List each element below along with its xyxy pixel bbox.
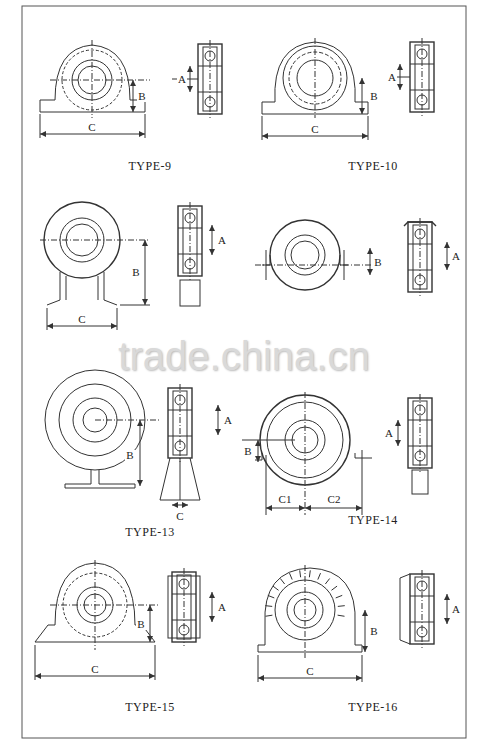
dimension-label: A: [177, 74, 187, 85]
type-label: TYPE-16: [348, 701, 398, 713]
dimension-label: B: [136, 619, 145, 630]
type-label: TYPE-13: [125, 526, 175, 538]
fin: [289, 573, 292, 579]
dimension-label: B: [369, 626, 378, 637]
dimension-label: C: [90, 664, 99, 675]
dimension-label: B: [131, 267, 140, 278]
fin: [299, 570, 301, 577]
dimension-label: B: [125, 450, 134, 461]
type-label: TYPE-10: [348, 160, 398, 172]
dimension-label: C1: [278, 494, 293, 505]
fin: [336, 595, 343, 598]
fin: [280, 579, 284, 585]
dimension-label: C: [305, 666, 314, 677]
fin: [309, 570, 311, 577]
fin: [273, 586, 279, 590]
fin: [325, 579, 329, 585]
dimension-label: A: [223, 415, 233, 426]
dimension-label: B: [373, 257, 382, 268]
dimension-label: A: [217, 235, 227, 246]
fin: [338, 615, 345, 616]
dimension-label: A: [384, 428, 394, 439]
fin: [331, 586, 337, 590]
dimension-label: C2: [327, 494, 342, 505]
dimension-label: A: [217, 602, 227, 613]
dimension-label: B: [137, 91, 146, 102]
type-label: TYPE-14: [348, 514, 398, 526]
fin: [265, 615, 272, 616]
dimension-label: C: [175, 511, 184, 522]
dimension-label: C: [77, 314, 86, 325]
dimension-label: A: [387, 72, 397, 83]
dimension-label: B: [369, 91, 378, 102]
dimension-label: B: [243, 446, 252, 457]
dimension-label: C: [310, 124, 319, 135]
dimension-label: A: [451, 251, 461, 262]
fin: [268, 595, 275, 598]
fin: [265, 605, 272, 607]
watermark: trade.china.cn: [118, 336, 369, 376]
dimension-label: A: [451, 604, 461, 615]
type-label: TYPE-15: [125, 701, 175, 713]
fin: [338, 605, 345, 607]
fin: [318, 573, 321, 579]
dimension-label: C: [87, 122, 96, 133]
type-label: TYPE-9: [129, 160, 172, 172]
